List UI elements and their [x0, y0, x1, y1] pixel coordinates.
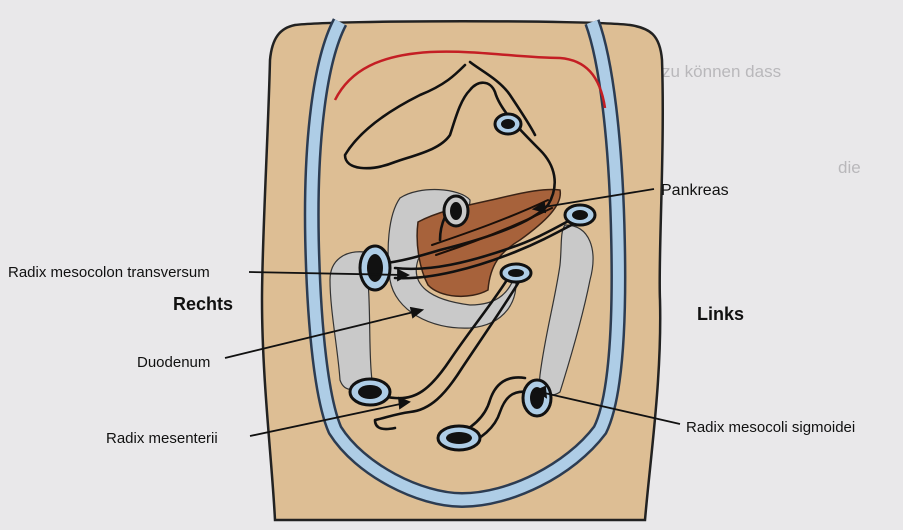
cross-section-jejunum [501, 264, 531, 282]
label-duodenum: Duodenum [137, 354, 210, 371]
cross-section-cecum [350, 379, 390, 405]
cross-section-duodenum-upper [444, 196, 468, 226]
label-pankreas: Pankreas [661, 182, 729, 199]
label-radix-mesocolon-transversum: Radix mesocolon transversum [8, 264, 210, 281]
cross-section-stomach [495, 114, 521, 134]
bg-text-line-3b: die [838, 158, 861, 177]
cross-section-rectum [438, 426, 480, 450]
bg-text-line-1: zu können dass [662, 62, 781, 81]
cross-section-hepatic-flexure [360, 246, 390, 290]
background-page-text: zu können dass die [662, 62, 861, 177]
label-radix-mesenterii: Radix mesenterii [106, 430, 218, 447]
label-links: Links [697, 304, 744, 324]
label-radix-mesocoli-sigmoidei: Radix mesocoli sigmoidei [686, 419, 855, 436]
cross-section-splenic-flexure [565, 205, 595, 225]
label-rechts: Rechts [173, 294, 233, 314]
